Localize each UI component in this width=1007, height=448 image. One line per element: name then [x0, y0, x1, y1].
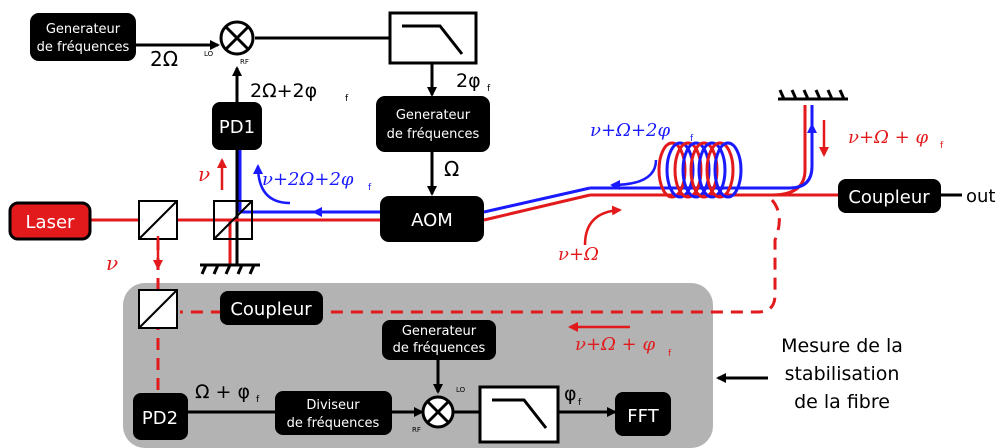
coupler-right-label: Coupleur — [848, 187, 930, 208]
label-2omega: 2Ω — [150, 47, 178, 71]
label-nu-omega-phi-bottom-sub: f — [668, 349, 672, 359]
label-omega: Ω — [444, 157, 459, 181]
label-lo-top: LO — [204, 50, 214, 58]
gen-middle-line1: Generateur — [396, 108, 471, 123]
gen-bottom-line2: de fréquences — [393, 341, 486, 356]
mixer-bottom — [421, 395, 455, 429]
mirror-bottom — [200, 263, 260, 275]
coupler-panel: Coupleur — [220, 291, 323, 325]
mesure-line1: Mesure de la — [781, 335, 903, 357]
label-nu-2omega-2phi-sub: f — [368, 183, 372, 193]
fft-analyzer: FFT — [615, 392, 671, 436]
label-nu-omega-2phi: ν+Ω+2φ — [590, 120, 670, 141]
label-rf-bottom: RF — [412, 426, 421, 434]
pd2-label: PD2 — [142, 408, 178, 429]
acousto-optic-modulator: AOM — [380, 196, 484, 242]
frequency-divider: Diviseur de fréquences — [275, 391, 392, 435]
photodiode-pd2: PD2 — [133, 393, 188, 440]
label-phi-sub: f — [578, 398, 582, 408]
label-nu-omega-2phi-sub: f — [690, 134, 694, 144]
gen-bottom-line1: Generateur — [402, 324, 477, 339]
laser-label: Laser — [26, 212, 76, 233]
low-pass-filter-bottom — [478, 385, 560, 444]
fft-label: FFT — [627, 406, 659, 427]
laser-source: Laser — [8, 201, 92, 241]
coupler-panel-label: Coupleur — [230, 299, 312, 320]
coupler-right: Coupleur — [838, 179, 941, 213]
photodiode-pd1: PD1 — [212, 102, 262, 150]
label-2phi: 2φ — [456, 70, 481, 92]
frequency-generator-middle: Generateur de fréquences — [376, 96, 490, 152]
label-nu-below-laser: ν — [106, 251, 118, 275]
pd1-label: PD1 — [219, 117, 255, 138]
label-nu-omega-phi-top: ν+Ω + φ — [848, 127, 928, 148]
label-rf-top: RF — [240, 58, 249, 66]
mixer-top — [219, 20, 255, 56]
label-omega-phi-sub: f — [256, 395, 260, 405]
frequency-generator-bottom: Generateur de fréquences — [382, 320, 496, 360]
low-pass-filter-top — [388, 11, 478, 65]
gen-middle-line2: de fréquences — [387, 127, 480, 142]
label-omega-phi: Ω + φ — [195, 381, 250, 403]
label-nu-omega: ν+Ω — [558, 244, 599, 265]
beam-splitter-left — [138, 200, 178, 240]
label-phi: φ — [564, 383, 577, 405]
label-nu-left: ν — [198, 162, 210, 186]
label-lo-bottom: LO — [456, 386, 466, 394]
mesure-line3: de la fibre — [794, 391, 890, 413]
frequency-generator-top-left: Generateur de fréquences — [30, 13, 136, 61]
label-nu-omega-phi-top-sub: f — [940, 141, 944, 151]
fiber-spool — [657, 141, 743, 199]
label-2omega-2phi-sub: f — [345, 94, 349, 104]
label-nu-2omega-2phi: ν+2Ω+2φ — [262, 169, 354, 190]
gen-top-left-line2: de fréquences — [37, 40, 130, 55]
beam-splitter-panel — [138, 289, 178, 329]
label-nu-omega-phi-bottom: ν+Ω + φ — [575, 334, 655, 355]
blue-direction-arrows — [253, 123, 817, 205]
beam-splitter-right — [213, 200, 253, 240]
mirror-top-right — [778, 89, 848, 101]
mesure-line2: stabilisation — [785, 363, 900, 385]
divider-line2: de fréquences — [287, 416, 380, 431]
label-2omega-2phi: 2Ω+2φ — [250, 80, 317, 102]
label-out: out — [966, 186, 995, 207]
signal-lines — [136, 36, 962, 417]
aom-label: AOM — [411, 210, 453, 231]
divider-line1: Diviseur — [306, 398, 360, 413]
gen-top-left-line1: Generateur — [46, 22, 121, 37]
red-direction-arrows — [153, 120, 829, 332]
label-2phi-sub: f — [487, 84, 491, 94]
